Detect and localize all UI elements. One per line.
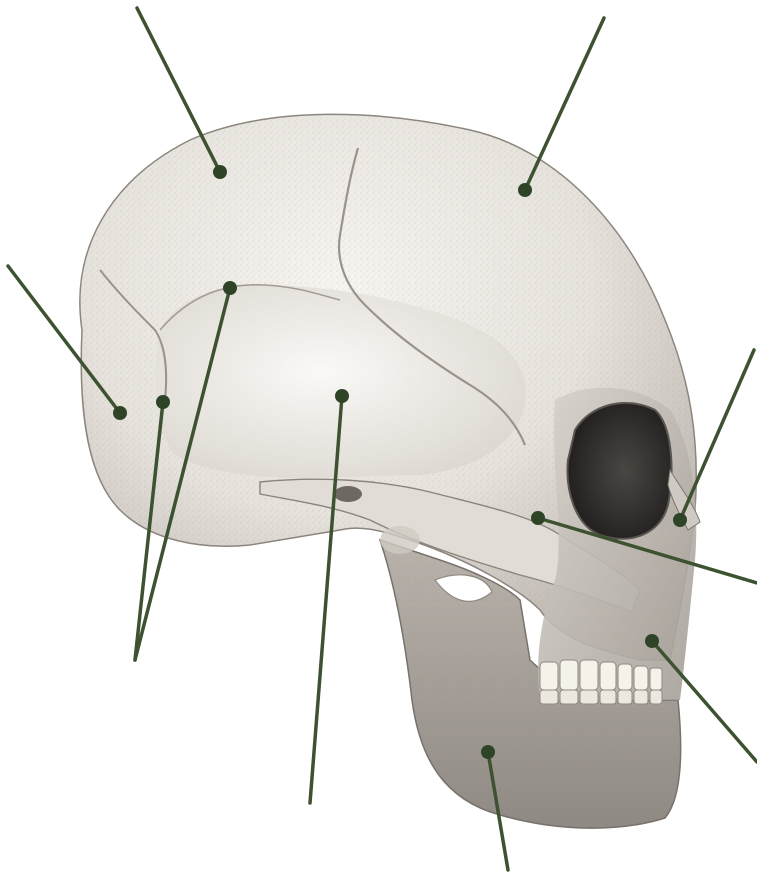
skull-illustration: [80, 114, 700, 828]
pointer-dot-lambdoid-suture: [156, 395, 170, 409]
pointer-dot-squamous-suture: [223, 281, 237, 295]
ear-canal-shape: [334, 486, 362, 502]
pointer-dot-mandible: [481, 745, 495, 759]
pointer-dot-zygomatic: [531, 511, 545, 525]
orbit-shape: [567, 403, 671, 539]
pointer-dot-occipital: [113, 406, 127, 420]
pointer-dot-parietal: [213, 165, 227, 179]
pointer-dot-maxilla: [645, 634, 659, 648]
teeth: [540, 660, 662, 704]
pointer-dot-temporal: [335, 389, 349, 403]
leader-line-frontal: [525, 18, 604, 190]
pointer-dot-nasal: [673, 513, 687, 527]
pointer-dot-frontal: [518, 183, 532, 197]
